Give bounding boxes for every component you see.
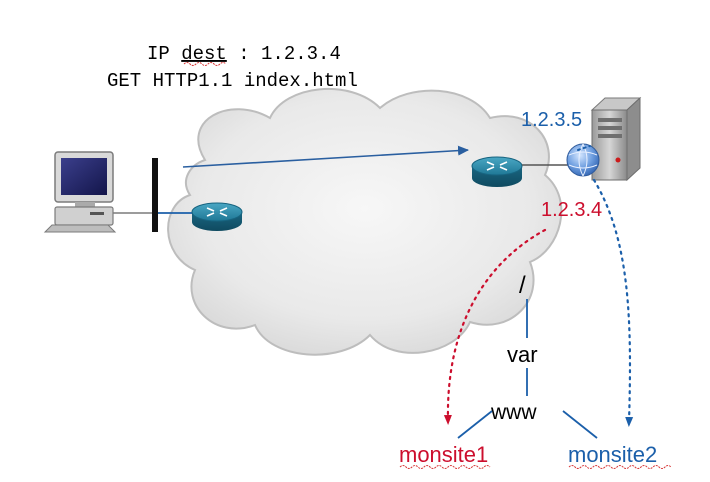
tree-edge-www-monsite1 [457, 410, 493, 439]
server-ip-label: 1.2.3.5 [521, 109, 582, 131]
monsite1-label: monsite1 [399, 442, 488, 467]
tree-var: var [507, 342, 538, 367]
http-request-line: GET HTTP1.1 index.html [107, 70, 358, 92]
server-ip-dots [577, 145, 591, 151]
ip-dest-word: dest [181, 43, 227, 65]
router-icon-left [191, 202, 243, 231]
computer-icon [43, 151, 117, 233]
monsite1-spellcheck [399, 465, 491, 469]
tree-www: www [490, 401, 537, 424]
tree-edge-www-monsite2 [562, 410, 598, 439]
router-ip-label: 1.2.3.4 [541, 199, 602, 221]
monsite2-mapping-arrow [592, 178, 634, 427]
request-arrow [182, 145, 469, 168]
tree-root: / [519, 272, 526, 299]
globe-icon [566, 143, 600, 177]
interface-bar [152, 158, 158, 232]
monsite1-mapping-arrow [443, 228, 547, 425]
router-icon-right [471, 156, 523, 187]
server-icon [590, 96, 642, 182]
monsite2-label: monsite2 [568, 442, 657, 467]
spellcheck-underline [183, 62, 227, 66]
ip-dest-line: IP dest : 1.2.3.4 [147, 43, 341, 65]
monsite2-spellcheck [568, 465, 672, 469]
